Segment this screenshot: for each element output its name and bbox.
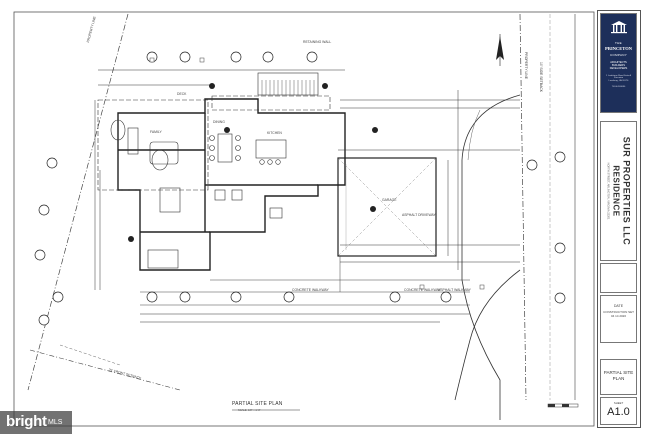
firm-service: BUILDERS: [612, 64, 625, 68]
walkways: [140, 256, 470, 306]
property-line-east: [519, 13, 527, 401]
firm-name-small: THE: [615, 41, 622, 45]
date-block: DATE CONSTRUCTION SET 04 14 2020: [600, 295, 637, 343]
retaining-wall: [257, 72, 319, 96]
firm-logo-block: THE PRINCETON COMPANY ARCHITECTS BUILDER…: [600, 13, 637, 113]
building-crest-icon: [610, 21, 627, 34]
drawing-title: PARTIAL SITE PLAN: [232, 401, 283, 407]
stair-treads: [261, 80, 315, 95]
sheet-border: [13, 11, 595, 427]
sheet-title-line-2: PLAN: [612, 376, 625, 381]
firm-address-line: Leesburg, VA 20176: [608, 80, 629, 83]
firm-service: DEVELOPERS: [609, 67, 628, 71]
furniture: [110, 119, 287, 269]
firm-name-main: PRINCETON: [605, 46, 632, 51]
label-deck: DECK: [177, 92, 187, 96]
watermark-suffix: MLS: [48, 419, 63, 426]
house-walls: [117, 98, 346, 271]
dimension-lines: [94, 69, 520, 323]
firm-name-sub: COMPANY: [609, 53, 628, 57]
label-kitchen: KITCHEN: [267, 131, 282, 135]
project-type: RESIDENCE: [611, 165, 620, 217]
grid-bubbles: [34, 51, 566, 326]
firm-address-line: 1 Lordstone Road Suite A: [606, 74, 631, 77]
garage: [337, 157, 437, 257]
label-dining: DINING: [213, 120, 225, 124]
revision-block: [600, 263, 637, 293]
sheet-number: A1.0: [607, 406, 630, 418]
firm-contact: 703.443.8080: [611, 86, 626, 88]
project-address: NORTH STREET, ARLINGTON, VIRGINIA 22201: [606, 162, 609, 220]
driveway-curb-lower: [454, 269, 521, 401]
north-arrow-icon: [496, 34, 504, 66]
sheet-label: SHEET: [613, 401, 624, 405]
project-block: SUR PROPERTIES LLC RESIDENCE NORTH STREE…: [600, 121, 637, 261]
project-owner: SUR PROPERTIES LLC: [621, 136, 631, 246]
drawing-scale: SCALE: 1/8" = 1'-0": [238, 409, 261, 412]
sheet-title-line-1: PARTIAL SITE: [603, 370, 634, 375]
label-asphalt-driveway: ASPHALT DRIVEWAY: [402, 213, 436, 217]
firm-address-line: Princeton: [613, 77, 624, 80]
property-line-west: [27, 13, 129, 391]
sheet-number-block: SHEET A1.0: [600, 397, 637, 425]
label-family: FAMILY: [150, 130, 162, 134]
brightmls-watermark: bright MLS: [0, 411, 72, 434]
driveway-curb-upper: [461, 94, 521, 420]
scale-bar-icon: [547, 403, 579, 408]
label-garage: GARAGE: [382, 198, 397, 202]
sheet-title-block: PARTIAL SITE PLAN: [600, 359, 637, 395]
label-asphalt-walkway: ASPHALT WALKWAY: [438, 288, 471, 292]
label-concrete-walkway-2: CONCRETE WALKWAY: [404, 288, 441, 292]
date-label: DATE: [613, 304, 624, 308]
label-retaining-wall: RETAINING WALL: [303, 40, 332, 44]
deck-outline: [97, 95, 331, 191]
label-property-line-east: PROPERTY LINE: [524, 52, 528, 80]
section-markers: [128, 83, 378, 242]
date-line-2: 04 14 2020: [610, 314, 626, 318]
label-concrete-walkway: CONCRETE WALKWAY: [292, 288, 329, 292]
title-block: THE PRINCETON COMPANY ARCHITECTS BUILDER…: [597, 10, 641, 428]
label-side-setback: 10' SIDE SETBACK: [539, 62, 543, 93]
firm-service: ARCHITECTS: [610, 61, 627, 64]
date-line-1: CONSTRUCTION SET: [603, 310, 634, 314]
dimension-ticks: [149, 57, 485, 290]
watermark-brand: bright: [6, 413, 47, 430]
setback-line: [29, 349, 181, 391]
